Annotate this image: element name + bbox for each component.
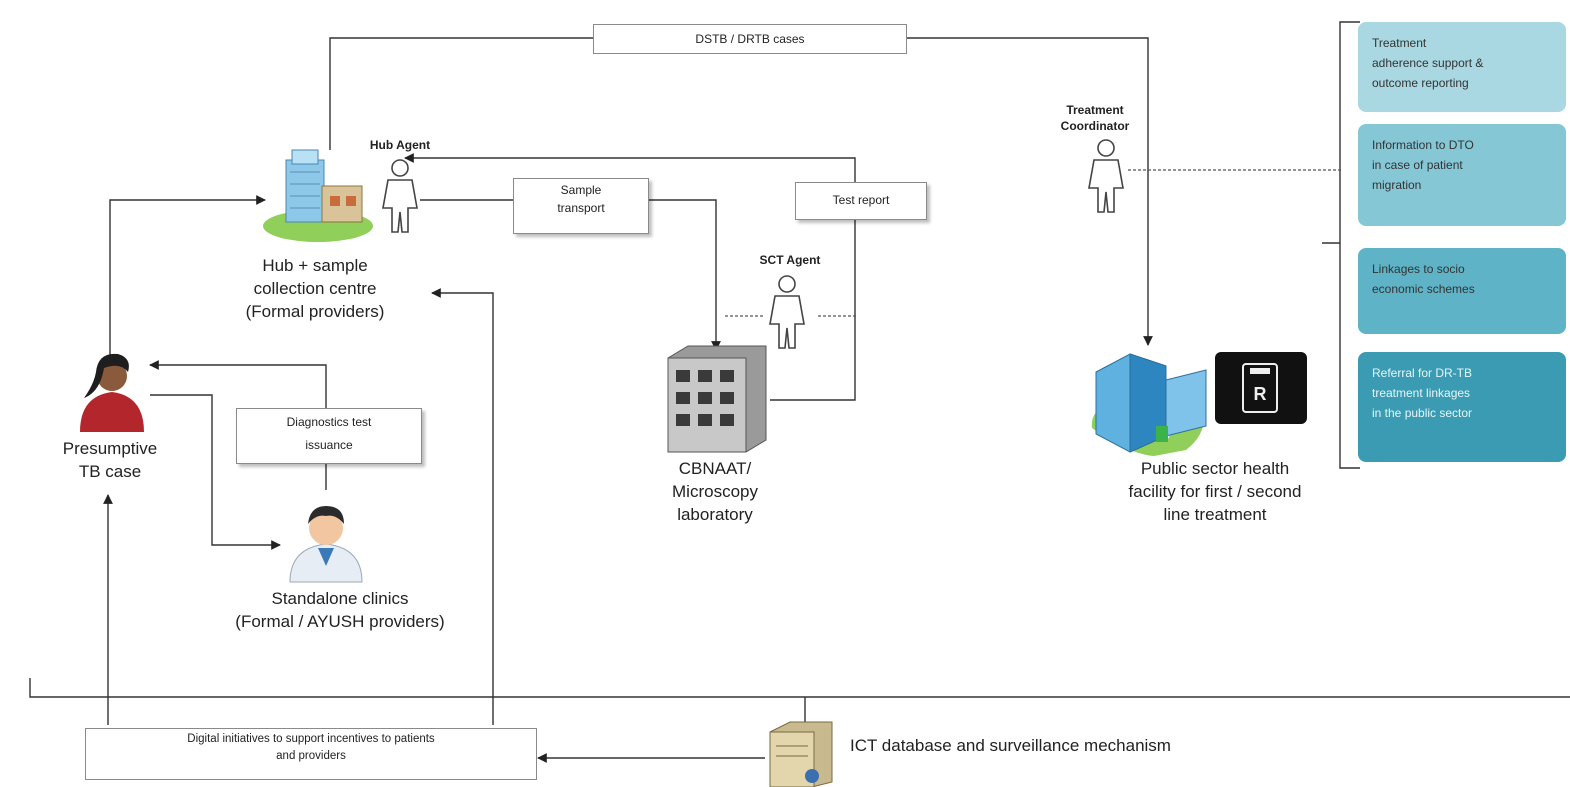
dstb-connector (329, 37, 1153, 346)
sct-agent-person-icon (769, 275, 805, 349)
doctor-icon (289, 506, 363, 583)
lab-label-line2: Microscopy (672, 481, 758, 501)
lab-label-line3: laboratory (677, 504, 753, 524)
diagnostics-line2: issuance (305, 437, 353, 452)
treatment-coordinator-label: Treatment Coordinator (1030, 102, 1160, 134)
svg-text:R: R (1254, 384, 1267, 404)
clinics-label: Standalone clinics (Formal / AYUSH provi… (205, 588, 475, 634)
presumptive-label-line1: Presumptive (62, 439, 158, 458)
side-box-line: economic schemes (1372, 281, 1475, 296)
sct-agent-label: SCT Agent (759, 253, 821, 267)
sample-transport-box: Sample transport (513, 178, 649, 234)
hub-label-line1: Hub + sample (262, 256, 368, 275)
public-facility-label: Public sector health facility for first … (1090, 458, 1340, 527)
side-box-line: treatment linkages (1372, 385, 1471, 400)
hub-building-icon (263, 149, 373, 242)
presumptive-to-clinic-connector (150, 394, 281, 550)
presumptive-patient-icon (80, 353, 144, 432)
hub-agent-label: Hub Agent (369, 138, 431, 152)
side-box-line: Information to DTO (1372, 138, 1474, 152)
right-bracket (1339, 21, 1360, 469)
lab-label-line1: CBNAAT/ (678, 459, 752, 478)
test-report-box: Test report (795, 182, 927, 220)
test-report-connector (404, 153, 856, 401)
side-box-line: in case of patient (1372, 157, 1463, 172)
presumptive-label-line2: TB case (78, 461, 142, 481)
dstb-drtb-box: DSTB / DRTB cases (593, 24, 907, 54)
digital-line1: Digital initiatives to support incentive… (187, 733, 435, 745)
side-box: Linkages to socio economic schemes (1358, 248, 1566, 334)
public-facility-line2: facility for first / second (1128, 481, 1302, 501)
treatment-coordinator-person-icon (1088, 139, 1124, 213)
side-box: Referral for DR-TB treatment linkages in t… (1358, 352, 1566, 462)
public-facility-line1: Public sector health (1140, 459, 1290, 478)
side-box-line: Linkages to socio (1372, 262, 1465, 276)
side-box: Treatment adherence support & outcome repo… (1358, 22, 1566, 112)
hub-label-line3: (Formal providers) (245, 301, 385, 321)
treatment-coordinator-line2: Coordinator (1060, 119, 1130, 134)
hub-label: Hub + sample collection centre (Formal p… (215, 255, 415, 324)
lab-building-icon (667, 345, 767, 453)
bottom-brace (29, 678, 1570, 698)
digital-line2: and providers (276, 750, 346, 763)
diagnostics-issuance-box: Diagnostics test issuance (236, 408, 422, 464)
prescription-rx-icon: R (1215, 352, 1307, 424)
clinics-label-line2: (Formal / AYUSH providers) (235, 611, 445, 631)
digital-initiatives-box: Digital initiatives to support incentive… (85, 728, 537, 780)
hub-label-line2: collection centre (253, 278, 377, 298)
sample-transport-line2: transport (557, 201, 605, 215)
presumptive-to-hub-connector (109, 195, 266, 355)
sample-transport-line1: Sample (560, 183, 602, 197)
lab-label: CBNAAT/ Microscopy laboratory (635, 458, 795, 527)
side-box-line: in the public sector (1372, 405, 1473, 420)
hub-agent-person-icon (382, 159, 418, 233)
ict-label: ICT database and surveillance mechanism (850, 736, 1171, 755)
ict-server-icon (769, 721, 833, 787)
public-facility-building-icon (1091, 353, 1207, 456)
side-box: Information to DTO in case of patient migr… (1358, 124, 1566, 226)
side-box-line: adherence support & (1372, 55, 1484, 70)
clinics-label-line1: Standalone clinics (271, 589, 409, 608)
side-box-line: migration (1372, 177, 1422, 192)
presumptive-label: Presumptive TB case (30, 438, 190, 484)
diagnostics-line1: Diagnostics test (286, 415, 372, 429)
treatment-coordinator-line1: Treatment (1066, 103, 1124, 117)
side-box-line: outcome reporting (1372, 75, 1469, 90)
side-box-line: Treatment (1372, 36, 1427, 50)
public-facility-line3: line treatment (1163, 504, 1267, 524)
side-box-line: Referral for DR-TB (1372, 366, 1473, 380)
digital-to-hub-connector (431, 288, 494, 725)
